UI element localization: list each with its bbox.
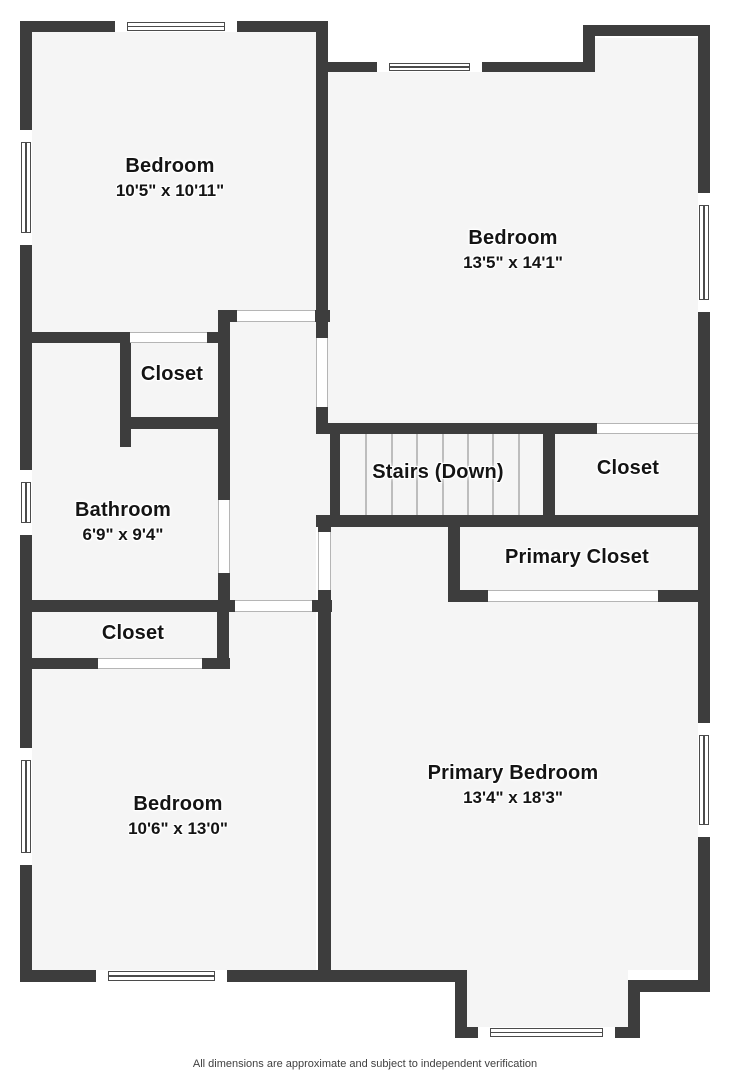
stair-tread — [492, 434, 494, 515]
room-label-bedroom-top-right: Bedroom 13'5" x 14'1" — [463, 225, 563, 275]
wall-exterior-bottom-right — [628, 980, 710, 992]
room-label-closet-upper-right: Closet — [597, 455, 659, 481]
wall-bay-left — [455, 970, 467, 1038]
wall-bay-right — [628, 980, 640, 1038]
room-label-primary-closet: Primary Closet — [505, 544, 649, 570]
door-hall-primary-bedroom — [318, 532, 331, 590]
wall-primary-closet-left — [448, 527, 460, 602]
door-bedroom-tl-hall — [237, 310, 315, 322]
room-name: Closet — [596, 457, 660, 479]
window-primary-bay-bottom — [478, 1027, 615, 1038]
wall-closet-top-bottom — [120, 417, 230, 429]
wall-exterior-bottom-left — [20, 970, 467, 982]
window-bedroom-tr-right — [698, 193, 710, 312]
wall-exterior-top-step — [583, 25, 595, 72]
room-name: Bedroom — [133, 793, 223, 815]
wall-closet-bl-right — [217, 612, 229, 668]
wall-divider-top-sections — [316, 21, 328, 433]
stair-tread — [518, 434, 520, 515]
door-closet-bl — [98, 658, 202, 669]
room-name: Bedroom — [125, 155, 215, 177]
room-name: Primary Bedroom — [427, 762, 599, 784]
wall-stairs-left — [330, 434, 340, 515]
wall-stairs-bottom — [316, 515, 710, 527]
wall-exterior-right — [698, 25, 710, 992]
door-primary-closet — [488, 590, 658, 602]
door-bathroom-hall — [218, 500, 230, 573]
window-bedroom-tl-top — [115, 21, 237, 32]
room-dimensions: 13'4" x 18'3" — [463, 788, 563, 807]
floor-bay — [467, 970, 628, 1027]
door-hall-bedroom-tr — [316, 338, 328, 407]
window-bedroom-tr-top — [377, 62, 482, 72]
window-primary-bedroom-right — [698, 723, 710, 837]
room-name: Primary Closet — [505, 546, 649, 568]
room-label-closet-lower-left: Closet — [102, 620, 164, 646]
wall-bedrooms-divider-lower — [318, 515, 331, 982]
room-name: Closet — [101, 622, 165, 644]
room-name: Bedroom — [468, 227, 558, 249]
stair-tread — [391, 434, 393, 515]
floor-top-right-notch — [593, 38, 698, 72]
stair-tread — [365, 434, 367, 515]
door-hall-south — [235, 600, 312, 612]
window-bedroom-tl-left — [20, 130, 32, 245]
window-bedroom-bl-left — [20, 748, 32, 865]
door-bedroom-tl-closet — [130, 332, 207, 343]
stair-tread — [416, 434, 418, 515]
window-bedroom-bl-bottom — [96, 970, 227, 982]
wall-stairs-top — [316, 423, 597, 434]
room-dimensions: 10'6" x 13'0" — [128, 819, 228, 838]
room-name: Closet — [140, 363, 204, 385]
room-dimensions: 13'5" x 14'1" — [463, 253, 563, 272]
room-label-bathroom: Bathroom 6'9" x 9'4" — [75, 497, 171, 547]
stair-tread — [467, 434, 469, 515]
room-label-closet-top: Closet — [141, 361, 203, 387]
floor-left-section — [32, 32, 316, 970]
room-name: Bathroom — [74, 499, 172, 521]
stair-tread — [442, 434, 444, 515]
room-label-stairs: Stairs (Down) — [372, 459, 504, 485]
wall-closet-top-left — [120, 332, 131, 447]
room-name: Stairs (Down) — [372, 461, 504, 483]
window-bathroom-left — [20, 470, 32, 535]
disclaimer-text: All dimensions are approximate and subje… — [192, 1058, 538, 1070]
wall-stairs-closet-divider — [543, 434, 555, 515]
room-label-bedroom-bottom-left: Bedroom 10'6" x 13'0" — [128, 791, 228, 841]
wall-exterior-top-right — [583, 25, 710, 36]
room-dimensions: 6'9" x 9'4" — [82, 525, 164, 544]
room-dimensions: 10'5" x 10'11" — [115, 181, 225, 200]
door-bedroom-tr-closet — [597, 423, 698, 434]
room-label-bedroom-top-left: Bedroom 10'5" x 10'11" — [116, 153, 224, 203]
room-label-primary-bedroom: Primary Bedroom 13'4" x 18'3" — [428, 760, 599, 810]
